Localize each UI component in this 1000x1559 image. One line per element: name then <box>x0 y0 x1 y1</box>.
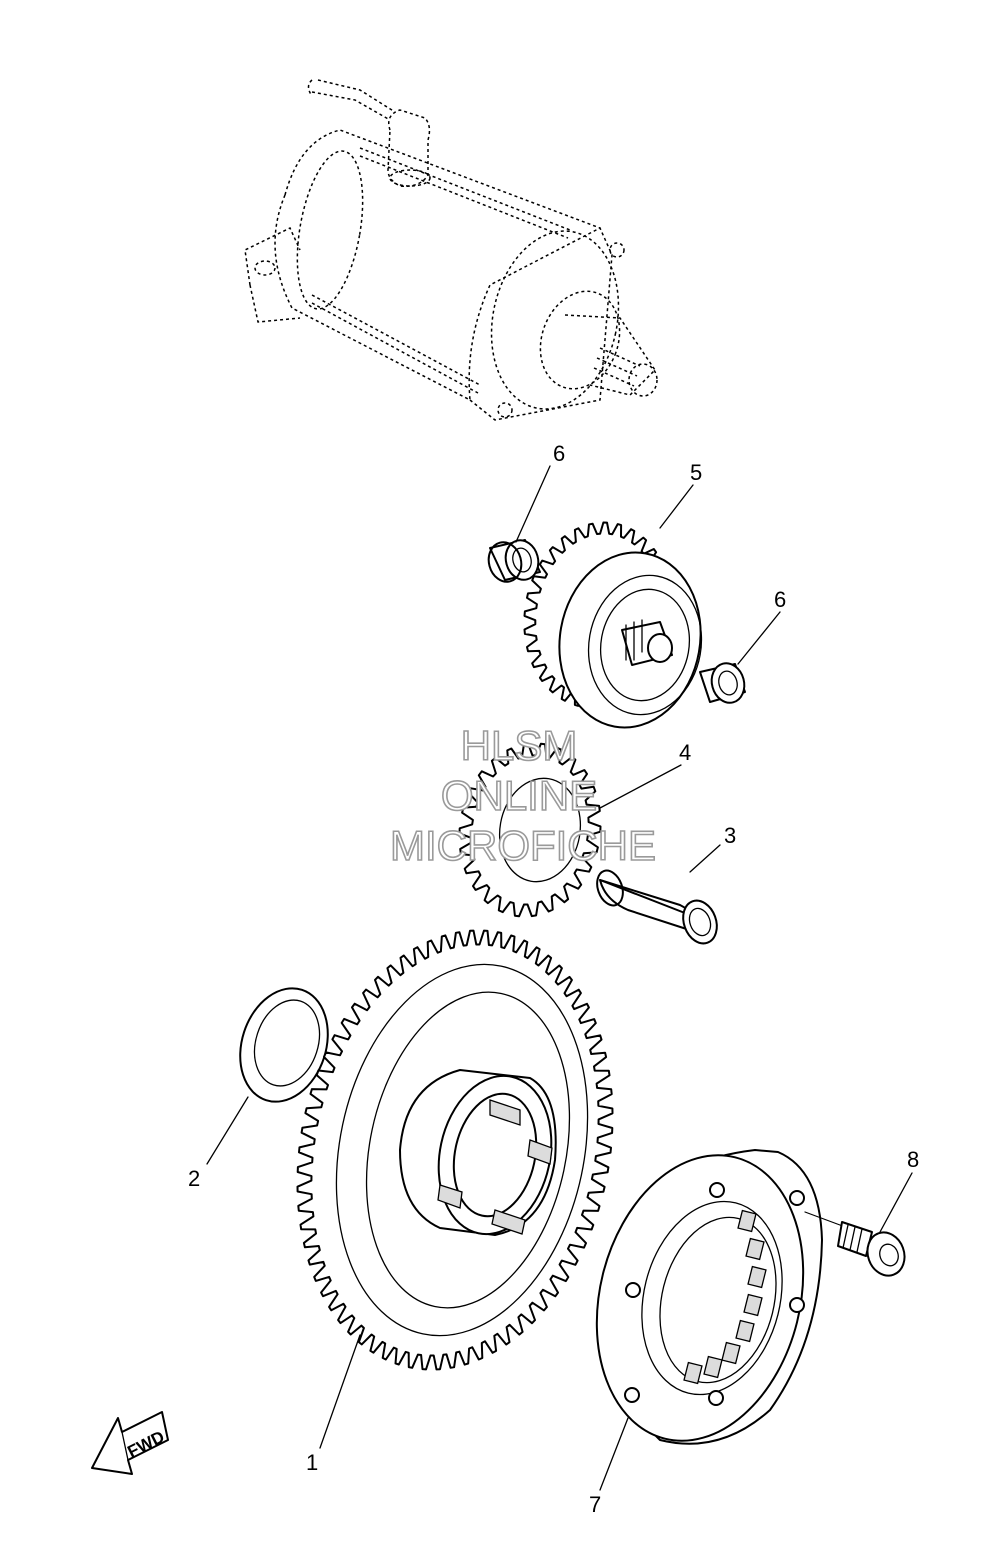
watermark: HLSM ONLINE MICROFICHE <box>389 721 657 870</box>
watermark-line-1: HLSM <box>461 722 578 769</box>
washer-2[interactable] <box>226 977 342 1113</box>
idler-gear-5[interactable] <box>523 521 715 739</box>
starter-motor-reference <box>244 79 658 421</box>
shaft-3[interactable] <box>593 867 723 948</box>
one-way-clutch-7[interactable] <box>568 1133 832 1463</box>
callout-3: 3 <box>724 823 736 848</box>
callout-7: 7 <box>589 1492 601 1517</box>
forward-direction-arrow: FWD <box>91 1411 169 1475</box>
callout-6-upper: 6 <box>553 441 565 466</box>
clutch-bolt-holes <box>624 1182 805 1406</box>
watermark-line-2: ONLINE <box>441 772 597 819</box>
callout-2: 2 <box>188 1166 200 1191</box>
small-gear-4[interactable] <box>458 742 602 918</box>
callout-numbers: 6 5 6 4 3 2 8 1 7 <box>188 441 919 1517</box>
watermark-line-3: MICROFICHE <box>390 822 656 869</box>
collar-6-upper[interactable] <box>484 537 542 586</box>
callout-8: 8 <box>907 1147 919 1172</box>
starter-wheel-gear-1[interactable] <box>296 929 621 1371</box>
callout-4: 4 <box>679 740 691 765</box>
callout-6-lower: 6 <box>774 587 786 612</box>
clutch-sprags <box>683 1209 767 1385</box>
callout-1: 1 <box>306 1450 318 1475</box>
callout-5: 5 <box>690 460 702 485</box>
leader-lines <box>206 465 913 1491</box>
bolt-8[interactable] <box>804 1211 910 1281</box>
collar-6-lower[interactable] <box>699 660 749 707</box>
